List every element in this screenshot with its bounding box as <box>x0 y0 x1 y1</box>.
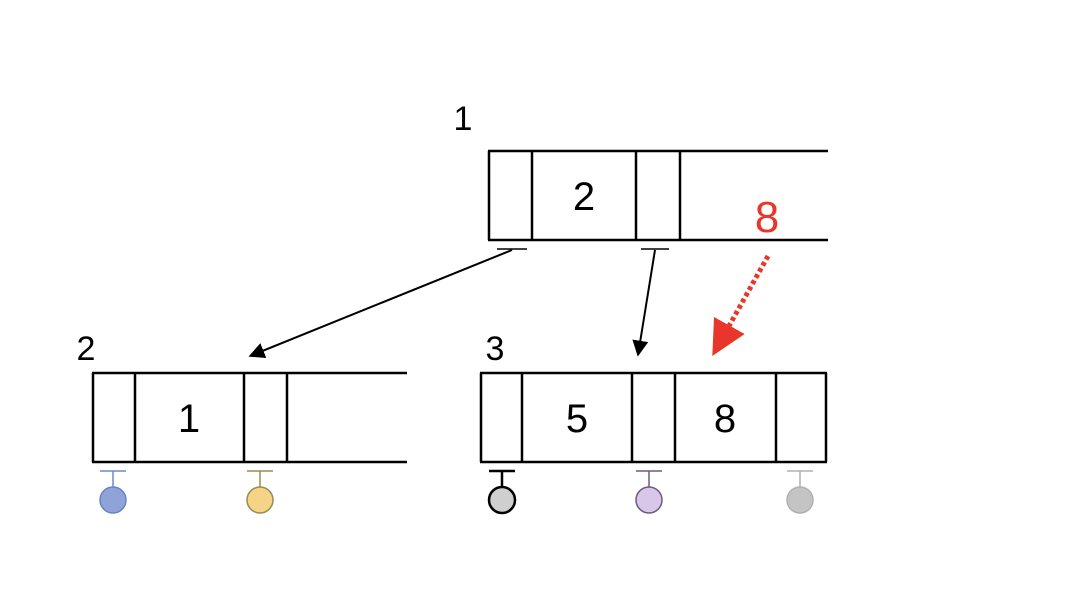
node-1-key-0: 2 <box>573 175 595 219</box>
node-2: 2 1 <box>77 330 407 514</box>
node-3-box <box>479 371 828 464</box>
edge-node1-to-node3 <box>632 249 656 357</box>
node-3-label: 3 <box>486 330 505 368</box>
node-2-label: 2 <box>77 330 96 368</box>
node-2-leaf-pointer-0 <box>99 470 127 514</box>
insert-value: 8 <box>755 193 779 242</box>
leaf-record-yellow <box>246 486 274 514</box>
leaf-record-light-gray <box>786 486 814 514</box>
edge-node1-to-node2 <box>248 249 513 359</box>
node-1: 1 2 <box>454 100 828 250</box>
node-3: 3 5 8 <box>479 330 828 515</box>
node-3-leaf-pointer-1 <box>635 470 663 514</box>
node-2-key-0: 1 <box>178 397 200 441</box>
node-1-label: 1 <box>454 100 473 138</box>
leaf-record-purple <box>635 486 663 514</box>
node-3-leaf-pointer-2 <box>786 470 814 514</box>
node-3-leaf-pointer-0 <box>487 469 517 515</box>
insert-path-arrow <box>711 254 771 357</box>
leaf-record-dark-gray <box>487 485 517 515</box>
node-2-leaf-pointer-1 <box>246 470 274 514</box>
node-3-key-1: 8 <box>714 397 736 441</box>
node-3-key-0: 5 <box>566 397 588 441</box>
node-1-box <box>487 149 828 242</box>
node-2-box <box>91 371 407 464</box>
leaf-record-blue <box>99 486 127 514</box>
